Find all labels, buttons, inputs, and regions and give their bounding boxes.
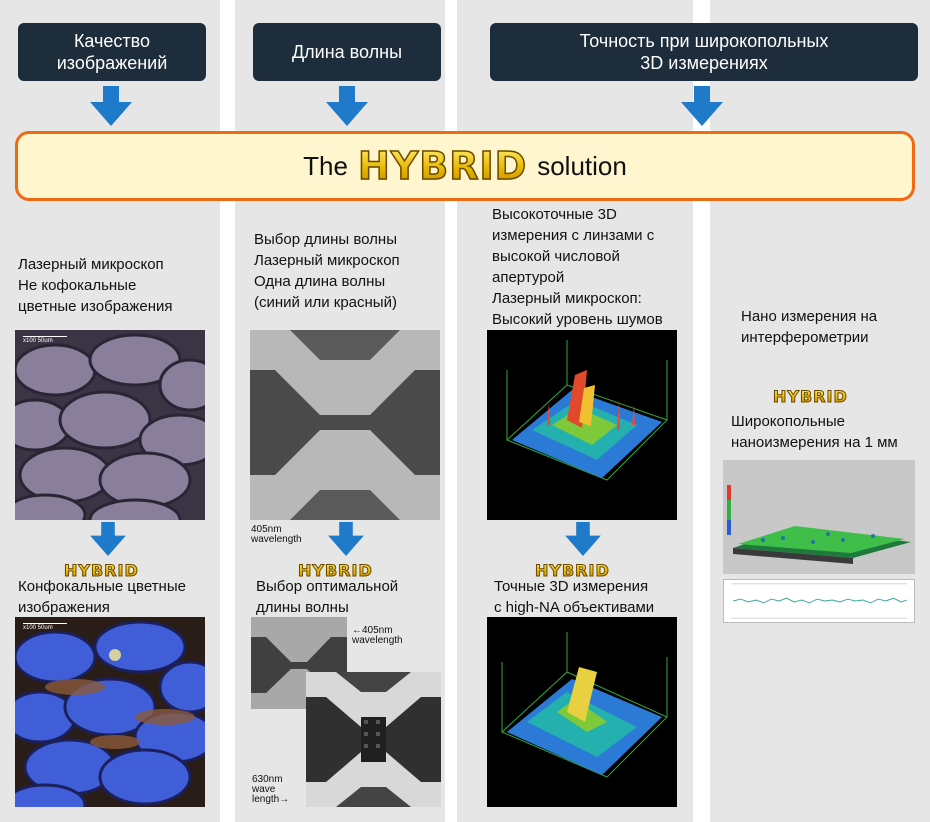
col3-top-text: Высокоточные 3D измерения с линзами с вы… — [492, 206, 663, 328]
col1-top-text: Лазерный микроскоп Не кофокальные цветны… — [18, 256, 173, 315]
banner-pre-text: The — [303, 150, 348, 181]
hybrid-logo: HYBRID — [535, 561, 610, 581]
3d-precise-measurement-image — [487, 617, 677, 807]
wavelength-630-image — [306, 672, 441, 807]
butterfly-scales-confocal-image: x100 50um — [15, 617, 205, 807]
hybrid-logo: HYBRID — [357, 143, 528, 189]
header-accuracy: Точность при широкопольных 3D измерениях — [490, 23, 918, 81]
col2-top-text: Выбор длины волны Лазерный микроскоп Одн… — [254, 231, 400, 311]
down-arrow-icon — [90, 86, 132, 126]
col4-top-text: Нано измерения на интерферометрии — [741, 308, 878, 346]
col1-bottom-text: Конфокальные цветные изображения — [18, 578, 186, 616]
scale-bar: x100 50um — [23, 336, 67, 344]
hybrid-solution-banner: The HYBRID solution — [15, 131, 915, 201]
header-wavelength: Длина волны — [253, 23, 441, 81]
down-arrow-icon — [681, 86, 723, 126]
wavelength-405-arrow-caption: ←405nm wavelength — [352, 625, 403, 646]
down-arrow-icon — [328, 522, 364, 556]
header-image-quality: Качество изображений — [18, 23, 206, 81]
hybrid-logo: HYBRID — [298, 561, 373, 581]
scale-bar: x100 50um — [23, 623, 67, 631]
down-arrow-icon — [565, 522, 601, 556]
nano-surface-3d-image — [723, 460, 915, 574]
col4-bottom-text: Широкопольные наноизмерения на 1 мм — [731, 413, 898, 451]
down-arrow-icon — [90, 522, 126, 556]
hybrid-logo: HYBRID — [64, 561, 139, 581]
col3-bottom-text: Точные 3D измерения с high-NA объективам… — [494, 578, 655, 616]
wavelength-405-image — [250, 330, 440, 520]
wavelength-630-caption: 630nm wave length→ — [252, 774, 290, 805]
hybrid-logo: HYBRID — [773, 387, 848, 407]
banner-post-text: solution — [537, 150, 627, 181]
col2-bottom-text: Выбор оптимальной длины волны — [256, 578, 399, 616]
3d-noisy-measurement-image — [487, 330, 677, 520]
down-arrow-icon — [326, 86, 368, 126]
nano-profile-graph-image — [723, 579, 915, 623]
butterfly-scales-noncofocal-image: x100 50um — [15, 330, 205, 520]
wavelength-405-caption: 405nm wavelength — [251, 524, 302, 545]
